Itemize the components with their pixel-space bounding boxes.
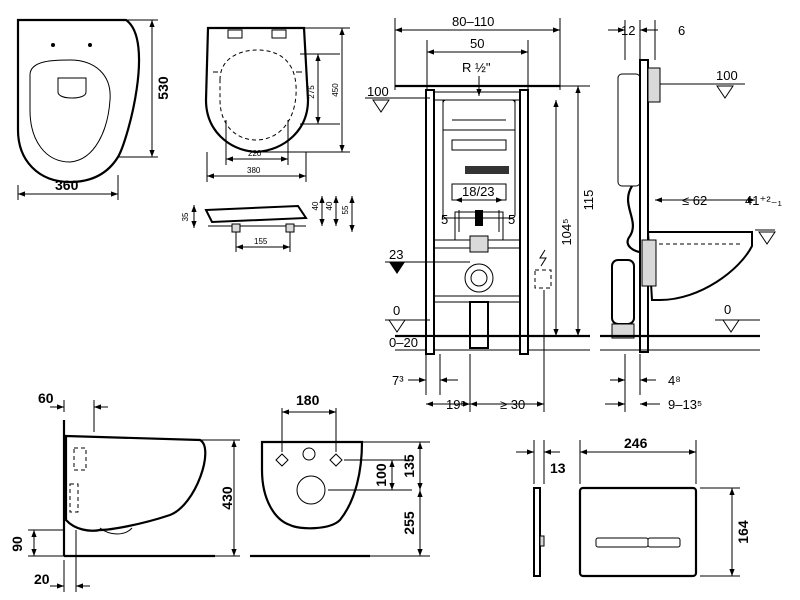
plate-depth-label: 13: [550, 460, 566, 476]
seat-hinge-span-label: 220: [248, 149, 262, 158]
hole-spacing-label: 100: [373, 463, 389, 487]
pan-length-label: 530: [155, 76, 171, 100]
pan-side-projection-label: 60: [38, 390, 54, 406]
pan-side-height-label: 430: [219, 486, 235, 510]
outlet-height-label: 90: [9, 536, 25, 552]
pan-side-gap-label: 20: [34, 571, 50, 587]
seat-dim-3: 55: [341, 205, 350, 214]
side-level-100-label: 100: [716, 68, 738, 83]
floor-zero-label: 0: [393, 303, 400, 318]
wall-range-label: 9–13⁵: [668, 397, 702, 412]
side-floor-zero-label: 0: [724, 302, 731, 317]
seat-width-label: 380: [247, 166, 261, 175]
lower-dim-label: 255: [401, 511, 417, 535]
offset-left-label: 5: [441, 212, 448, 227]
water-inlet-label: R ½": [462, 60, 491, 75]
offset-right-label: 5: [508, 212, 515, 227]
min-offset-label: ≥ 30: [500, 397, 525, 412]
pan-height-label: 41⁺²₋₁: [745, 193, 783, 208]
level-100-label: 100: [367, 84, 389, 99]
frame-side-view: 12 6 100 ≤ 62 41⁺²₋₁ 0 4⁸ 9: [600, 20, 783, 412]
frame-height-label: 115: [581, 190, 596, 211]
frame-front-view: 80–110 50 R ½" 18/23 5 5: [365, 14, 596, 412]
flush-plate-front-view: 246 164: [578, 435, 751, 578]
frame-width-range-label: 80–110: [452, 14, 494, 29]
drain-spacing-label: 18/23: [462, 184, 495, 199]
inlet-height-label: 104⁵: [559, 218, 574, 245]
pan-top-view: 360 530: [16, 18, 171, 200]
seat-side-view: 35 155 40 40 55: [181, 196, 355, 252]
frame-inner-width-label: 50: [470, 36, 484, 51]
foot-offset-label: 7³: [392, 373, 404, 388]
seat-dim-2: 40: [325, 201, 334, 210]
plate-width-label: 246: [624, 435, 648, 451]
flush-plate-side-view: 13: [516, 440, 566, 577]
foot-depth-label: 4⁸: [668, 373, 681, 388]
pan-back-view: 180 100 135 255: [250, 392, 430, 558]
pan-width-label: 360: [55, 177, 79, 193]
seat-hinge-offset-label: 155: [254, 237, 268, 246]
floor-adjust-label: 0–20: [389, 335, 418, 350]
seat-inner-length-label: 275: [307, 85, 316, 99]
pan-projection-label: ≤ 62: [682, 193, 707, 208]
upper-dim-label: 135: [401, 454, 417, 478]
pan-side-view: 60 430 90 20: [9, 390, 240, 592]
seat-outer-length-label: 450: [331, 83, 340, 97]
depth-top-label: 12: [621, 23, 635, 38]
drain-offset-label: 19⁵: [446, 397, 466, 412]
seat-dim-1: 40: [311, 201, 320, 210]
plate-height-label: 164: [735, 520, 751, 544]
fixing-span-label: 180: [296, 392, 320, 408]
depth-right-label: 6: [678, 23, 685, 38]
seat-top-view: 220 380 275 450: [204, 26, 350, 182]
drain-height-label: 23: [389, 247, 403, 262]
seat-thickness-label: 35: [181, 212, 190, 221]
